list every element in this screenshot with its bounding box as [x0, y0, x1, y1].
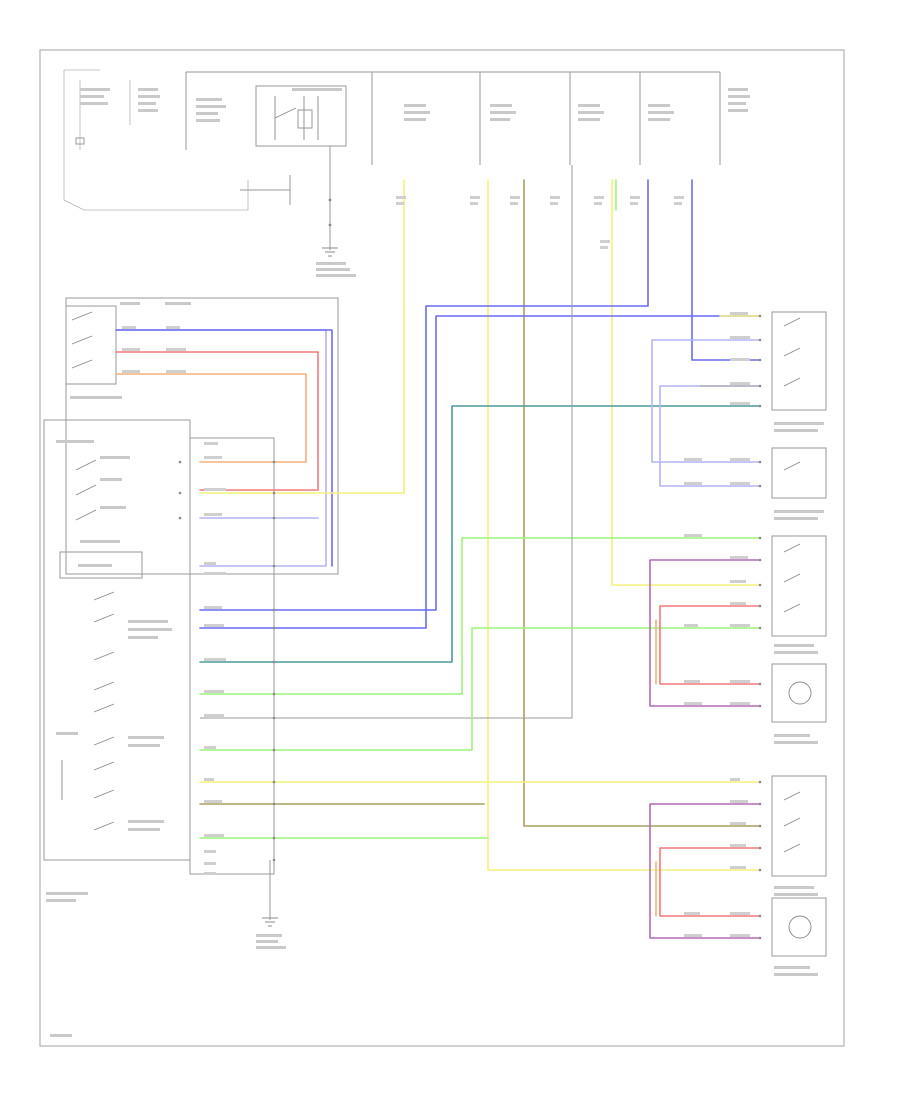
right-components — [50, 311, 827, 1037]
left-rear-motor — [771, 535, 827, 637]
left-switch-boxes — [43, 297, 339, 949]
right-rear-sensor — [771, 897, 827, 957]
left-rear-sensor — [771, 663, 827, 723]
diagram-frame — [39, 49, 845, 1047]
right-transmitter-1 — [771, 311, 827, 411]
connector-box — [189, 437, 275, 875]
relay-box — [255, 85, 347, 147]
mirror-switch-box — [65, 297, 339, 575]
right-transmitter-2 — [771, 447, 827, 499]
wires — [115, 165, 761, 939]
wire-tags — [122, 196, 750, 937]
right-rear-motor — [771, 775, 827, 877]
top-fuse-area — [63, 69, 750, 277]
terminal-dots — [178, 314, 762, 940]
